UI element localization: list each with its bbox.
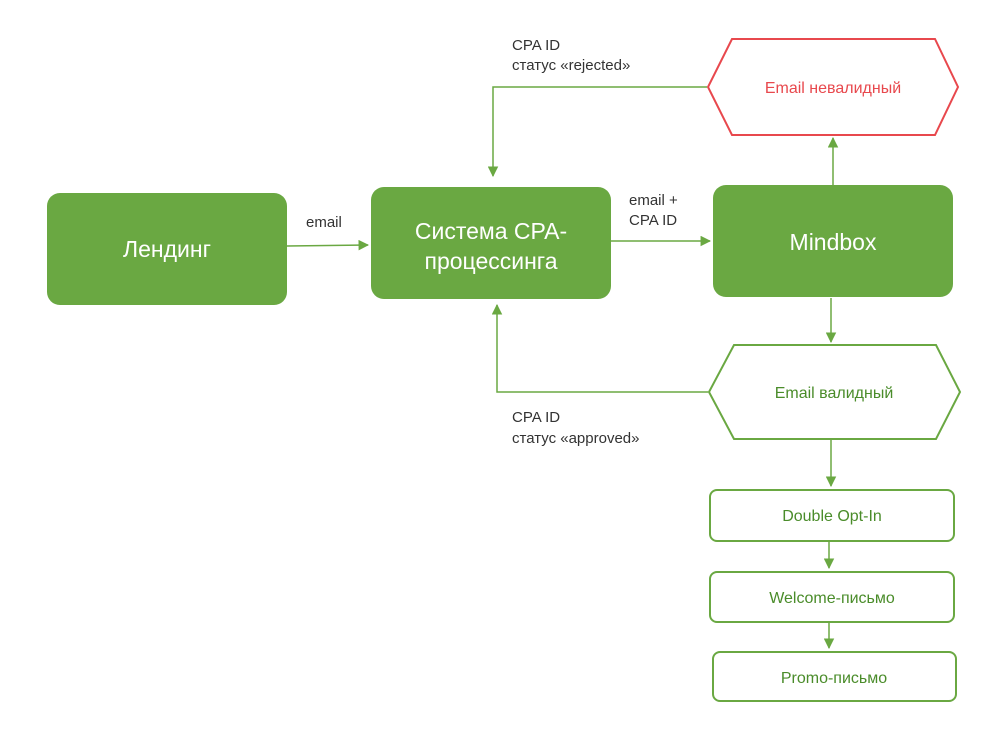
edge-label-rejected-line2: статус «rejected» (512, 57, 630, 74)
edge-label-email: email (306, 214, 342, 231)
node-cpa-system: Система CPA- процессинга (371, 187, 611, 299)
node-cpa-label-line2: процессинга (425, 248, 558, 274)
node-welcome-letter: Welcome-письмо (709, 571, 955, 623)
node-email-invalid-label: Email невалидный (765, 80, 901, 97)
node-mindbox: Mindbox (713, 185, 953, 297)
edge-label-approved-line1: CPA ID (512, 409, 560, 426)
node-cpa-label-line1: Система CPA- (415, 218, 567, 244)
node-double-opt-in: Double Opt-In (709, 489, 955, 542)
node-landing: Лендинг (47, 193, 287, 305)
node-welcome-letter-label: Welcome-письмо (769, 590, 895, 607)
connector-approved-to-cpa (491, 303, 708, 393)
node-promo-letter-label: Promo-письмо (781, 670, 887, 687)
connector-rejected-to-cpa (487, 86, 707, 178)
edge-label-approved-line2: статус «approved» (512, 430, 640, 447)
edge-label-email-cpa-line1: email + (629, 192, 678, 209)
edge-label-email-cpa-line2: CPA ID (629, 212, 677, 229)
connector-landing-to-cpa (286, 239, 370, 251)
node-email-valid: Email валидный (707, 344, 962, 440)
node-email-invalid: Email невалидный (706, 38, 960, 136)
node-double-opt-in-label: Double Opt-In (782, 508, 882, 525)
node-email-valid-label: Email валидный (775, 385, 894, 402)
edge-label-rejected-line1: CPA ID (512, 37, 560, 54)
node-promo-letter: Promo-письмо (712, 651, 957, 702)
node-landing-label: Лендинг (123, 236, 211, 262)
node-mindbox-label: Mindbox (790, 229, 877, 255)
